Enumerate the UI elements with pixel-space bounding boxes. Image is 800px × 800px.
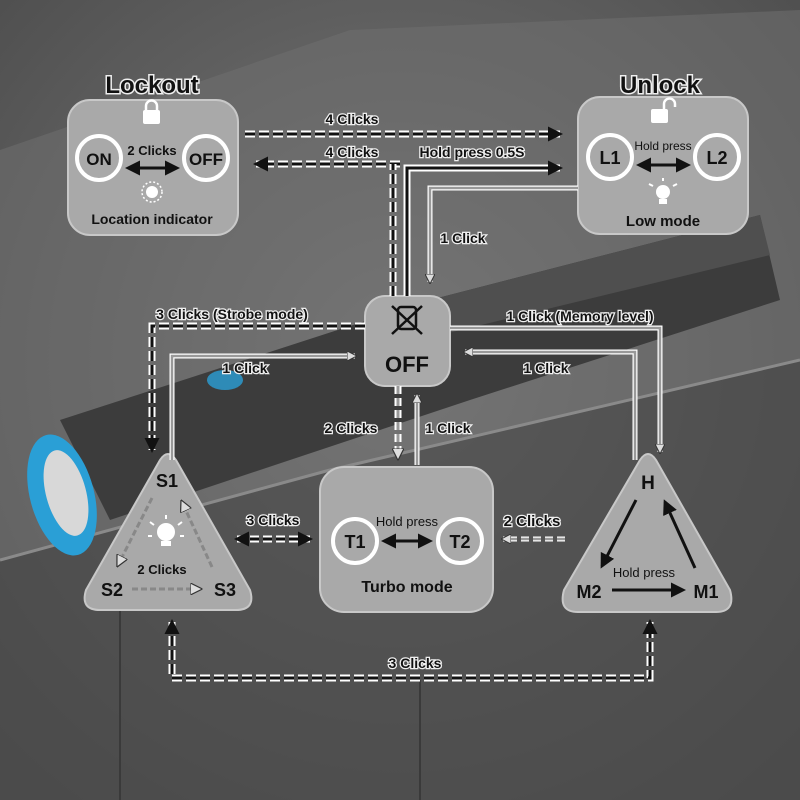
turbo-mode-panel: T1 T2 Hold press Turbo mode <box>319 466 494 613</box>
label-lock-to-unlock: 4 Clicks <box>326 111 379 127</box>
location-indicator-icon <box>141 181 163 203</box>
lockout-on-button[interactable]: ON <box>75 134 123 182</box>
transition-off-to-turbo: 2 Clicks <box>323 386 398 458</box>
label-unlock-to-off: 1 Click <box>440 230 485 246</box>
unlock-l1-label: L1 <box>599 148 620 168</box>
label-strobe-to-off: 1 Click <box>222 360 267 376</box>
lockout-on-label: ON <box>86 150 112 169</box>
strobe-bulb-icon <box>148 515 184 546</box>
light-off-icon <box>391 305 423 335</box>
turbo-t1-label: T1 <box>344 532 365 552</box>
label-levels-to-turbo: 2 Clicks <box>504 513 561 530</box>
label-off-to-turbo: 2 Clicks <box>325 420 378 436</box>
label-levels-to-off: 1 Click <box>523 360 568 376</box>
off-node-label: OFF <box>385 352 429 377</box>
turbo-t1-button[interactable]: T1 <box>331 517 379 565</box>
lockout-off-button[interactable]: OFF <box>182 134 230 182</box>
unlock-l1-button[interactable]: L1 <box>586 133 634 181</box>
levels-m2-label: M2 <box>576 582 601 602</box>
strobe-mode-panel: S1 S2 S3 2 Clicks <box>83 453 253 611</box>
transition-strobe-to-off: 1 Click <box>169 356 355 460</box>
unlock-toggle-label: Hold press <box>634 139 691 153</box>
label-unlock-to-lock: 4 Clicks <box>326 144 379 160</box>
strobe-cycle-label: 2 Clicks <box>137 562 186 577</box>
transition-levels-to-off: 1 Click <box>465 352 638 460</box>
transition-strobe-levels-loop: 3 Clicks <box>164 619 658 682</box>
transition-off-to-strobe: 3 Clicks (Strobe mode) <box>144 305 365 453</box>
turbo-toggle-label: Hold press <box>376 514 439 529</box>
transition-levels-to-turbo: 2 Clicks <box>503 512 565 539</box>
transition-off-to-levels: 1 Click (Memory level) <box>450 307 660 452</box>
strobe-s1-label: S1 <box>156 471 178 491</box>
unlock-caption: Low mode <box>626 213 700 230</box>
transition-unlock-to-off: 1 Click <box>430 185 578 282</box>
levels-mode-panel: H M2 M1 Hold press <box>561 453 733 613</box>
lockout-toggle-label: 2 Clicks <box>127 143 176 158</box>
lockout-panel: Lockout ON OFF 2 Clicks Location indicat… <box>67 71 239 236</box>
unlock-l2-button[interactable]: L2 <box>693 133 741 181</box>
lock-open-icon <box>651 97 677 123</box>
unlock-title: Unlock <box>620 72 701 99</box>
label-off-to-strobe: 3 Clicks (Strobe mode) <box>156 306 308 322</box>
strobe-s3-s1-arrow <box>182 502 214 568</box>
transition-turbo-to-off: 1 Click <box>417 395 472 465</box>
turbo-t2-label: T2 <box>449 532 470 552</box>
low-mode-bulb-icon <box>648 178 678 204</box>
lockout-title: Lockout <box>105 72 198 99</box>
levels-h-m2-arrow <box>600 499 638 569</box>
label-off-to-levels: 1 Click (Memory level) <box>506 308 653 324</box>
levels-h-label: H <box>641 473 655 494</box>
label-off-to-unlock-hold: Hold press 0.5S <box>419 144 524 160</box>
label-strobe-turbo: 3 Clicks <box>247 512 300 528</box>
lock-closed-icon <box>143 99 160 124</box>
unlock-l2-label: L2 <box>706 148 727 168</box>
strobe-s3-label: S3 <box>214 580 236 600</box>
label-turbo-to-off: 1 Click <box>425 420 470 436</box>
turbo-t2-button[interactable]: T2 <box>436 517 484 565</box>
turbo-caption: Turbo mode <box>361 579 452 596</box>
transition-strobe-turbo: 3 Clicks <box>234 511 313 547</box>
transition-unlock-to-lock: 4 Clicks <box>253 143 400 172</box>
strobe-s2-label: S2 <box>101 580 123 600</box>
off-node[interactable]: OFF <box>364 295 451 387</box>
unlock-panel: Unlock L1 L2 Hold press Low mode <box>577 71 749 235</box>
levels-cycle-label: Hold press <box>613 565 676 580</box>
transition-lock-to-unlock: 4 Clicks <box>245 110 563 142</box>
lockout-off-label: OFF <box>189 150 223 169</box>
label-strobe-levels-loop: 3 Clicks <box>389 655 442 671</box>
transition-off-to-unlock-hold: Hold press 0.5S <box>403 143 563 296</box>
levels-m1-h-arrow <box>663 499 697 569</box>
strobe-s1-s2-arrow <box>118 497 154 565</box>
lockout-caption: Location indicator <box>91 211 213 227</box>
levels-m1-label: M1 <box>693 582 718 602</box>
